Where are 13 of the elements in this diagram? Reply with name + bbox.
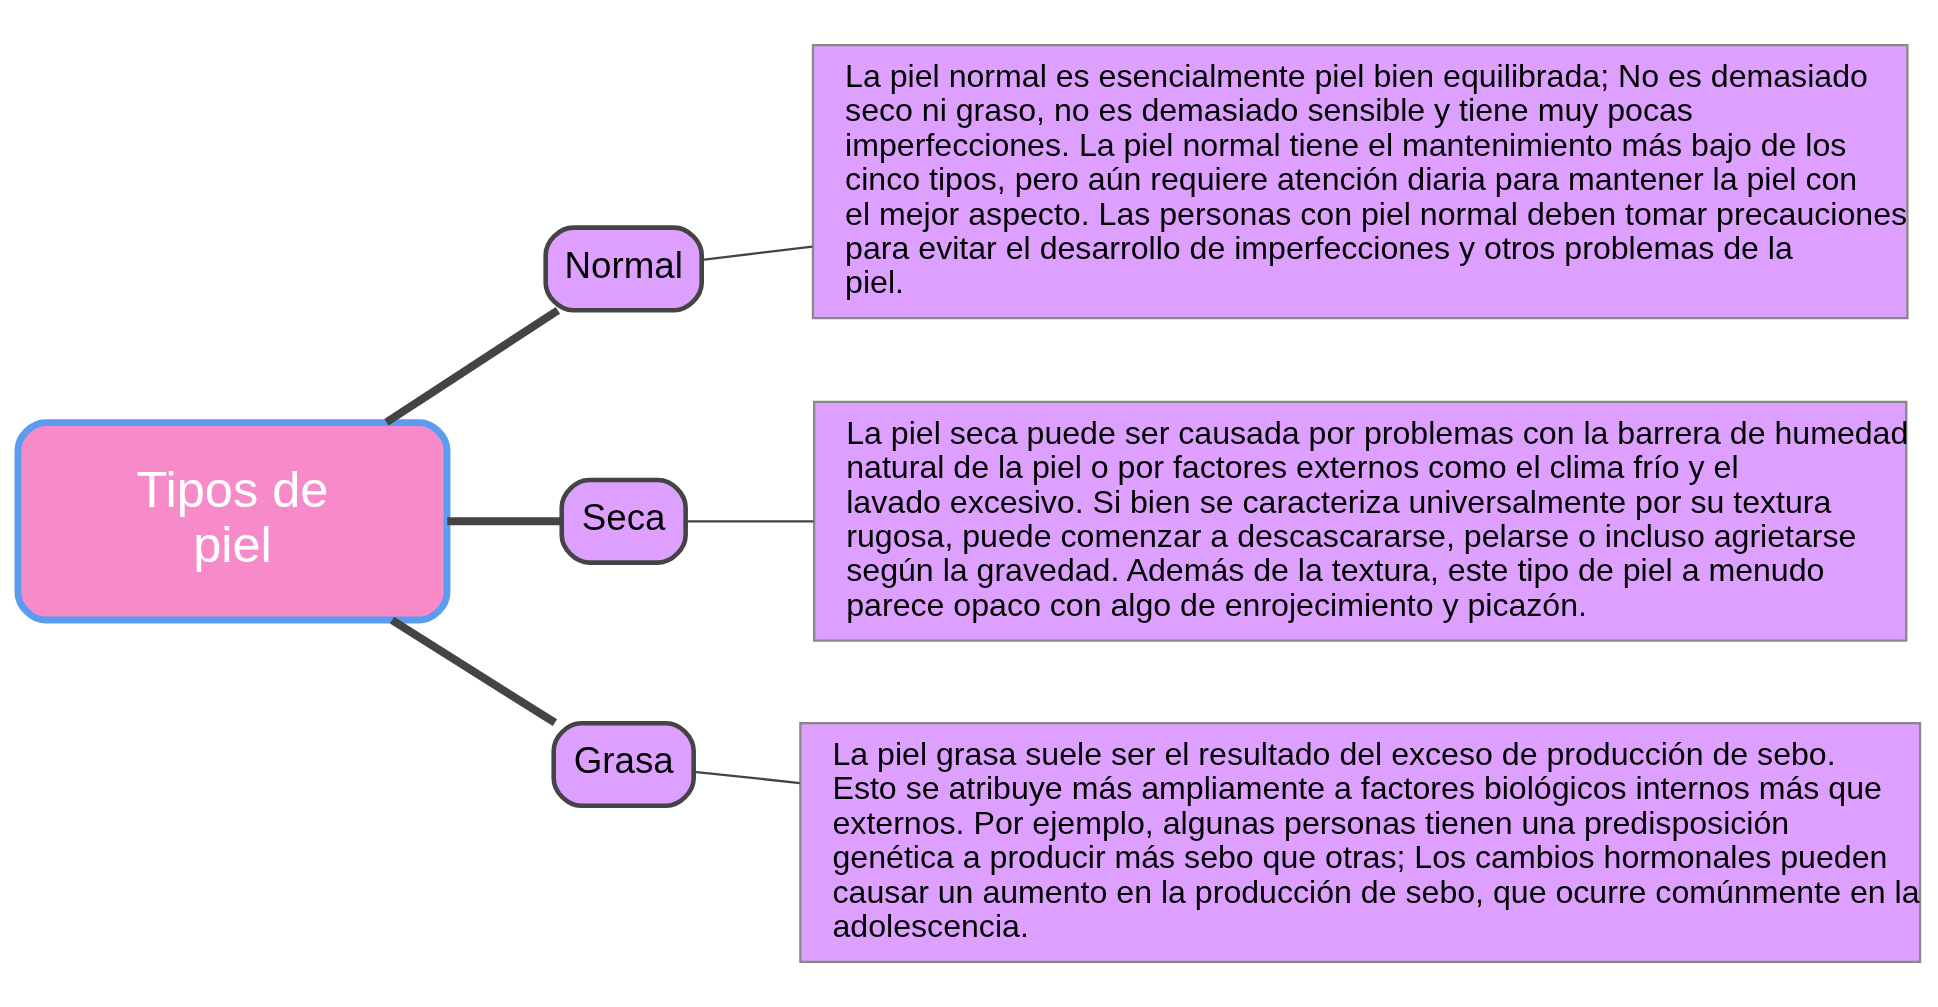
node-box: La piel normal es esencialmente piel bien equilibrada; No es demasiado seco ni graso, no es demasiado sensible y tiene muy pocas imperfecciones. La piel normal tiene el mantenimiento más bajo de los cinco tipos, pero aún requiere atención diaria para mantener la piel con el mejor aspecto. Las personas con piel normal deben tomar precauciones para evitar el desarrollo de imperfecciones y otros problemas de la piel. bbox=[811, 44, 1909, 320]
connector bbox=[447, 517, 562, 526]
connector bbox=[702, 245, 813, 261]
node-box: Tipos de piel bbox=[14, 419, 451, 624]
node-box: La piel grasa suele ser el resultado del exceso de producción de sebo. Esto se atribuye más ampliamente a factores biológicos internos más que externos. Por ejemplo, algunas personas tienen una predisposición genética a producir más sebo que otras; Los cambios hormonales pueden causar un aumento en la producción de sebo, que ocurre comúnmente en la adolescencia. bbox=[799, 722, 1922, 963]
connector bbox=[685, 520, 814, 523]
node-box: Grasa bbox=[551, 720, 696, 809]
node-box: Seca bbox=[559, 477, 688, 565]
connector bbox=[389, 616, 558, 727]
connector bbox=[694, 770, 800, 785]
node-box: La piel seca puede ser causada por problemas con la barrera de humedad natural de la piel o por factores externos como el clima frío y el lavado excesivo. Si bien se caracteriza universalmente por su textura rugosa, puede comenzar a descascararse, pelarse o incluso agrietarse según la gravedad. Además de la textura, este tipo de piel a menudo parece opaco con algo de enrojecimiento y picazón. bbox=[812, 400, 1908, 642]
node-box: Normal bbox=[543, 225, 704, 313]
connector bbox=[384, 307, 561, 426]
